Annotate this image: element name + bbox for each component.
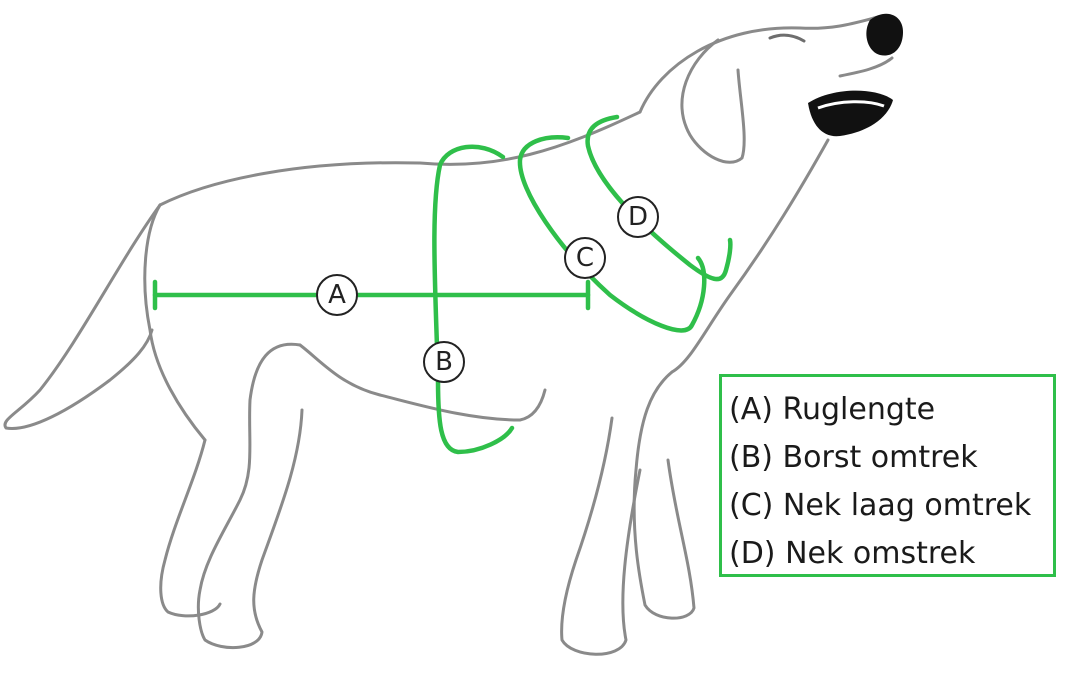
legend-label-a: Ruglengte	[782, 392, 936, 427]
dog-front-leg-far	[560, 416, 642, 656]
marker-c: C	[564, 237, 606, 279]
measure-line-b	[432, 144, 515, 455]
legend-label-c: Nek laag omtrek	[782, 488, 1032, 523]
legend-box: (A) Ruglengte (B) Borst omtrek (C) Nek l…	[719, 374, 1056, 577]
legend-key-a: (A)	[729, 392, 773, 427]
dog-nose	[866, 13, 903, 56]
measurement-lines	[152, 114, 733, 455]
legend-key-c: (C)	[729, 488, 774, 523]
dog-head-top	[638, 15, 880, 114]
dog-eye	[768, 33, 806, 43]
marker-a: A	[316, 274, 358, 316]
legend-item-a: (A) Ruglengte	[729, 386, 1053, 434]
dog-back-line	[158, 110, 642, 207]
dog-chest	[632, 370, 696, 620]
dog-muzzle	[838, 56, 894, 78]
dog-rump	[143, 203, 207, 442]
legend-item-b: (B) Borst omtrek	[729, 434, 1053, 482]
marker-d: D	[617, 196, 659, 238]
measure-line-c	[517, 135, 707, 333]
dog-outline	[3, 13, 903, 656]
marker-b-label: B	[435, 347, 453, 377]
dog-belly	[298, 343, 547, 422]
legend-key-b: (B)	[729, 440, 773, 475]
dog-tail	[3, 203, 162, 430]
marker-d-label: D	[628, 202, 648, 232]
legend-item-d: (D) Nek omstrek	[729, 530, 1053, 578]
marker-c-label: C	[576, 243, 594, 273]
measure-line-d	[585, 114, 733, 282]
dog-teeth	[817, 100, 885, 110]
dog-neck-front	[670, 138, 830, 374]
marker-a-label: A	[328, 280, 346, 310]
legend-label-b: Borst omtrek	[782, 440, 978, 475]
legend-item-c: (C) Nek laag omtrek	[729, 482, 1053, 530]
dog-mouth	[808, 90, 893, 137]
legend-label-d: Nek omstrek	[785, 536, 976, 571]
dog-ear	[680, 38, 746, 164]
legend-key-d: (D)	[729, 536, 776, 571]
marker-b: B	[423, 341, 465, 383]
dog-rear-leg-far	[159, 438, 222, 618]
dog-rear-leg	[196, 342, 304, 650]
